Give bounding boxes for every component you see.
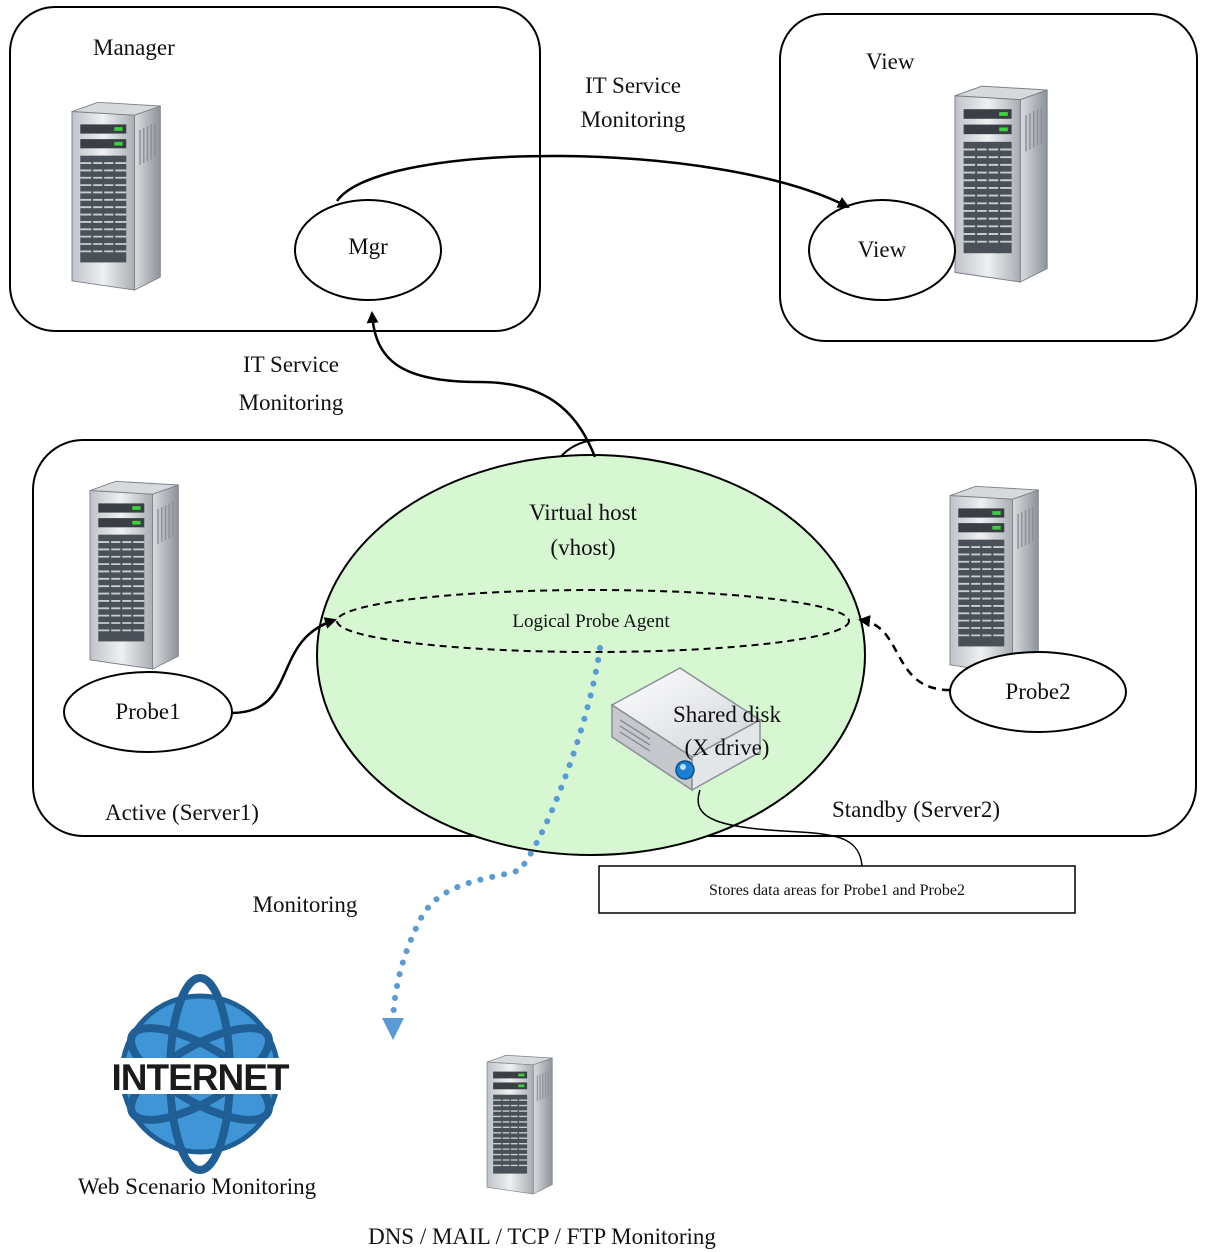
- probe2-arrow: [858, 615, 951, 692]
- view-process: [808, 199, 956, 301]
- shared-disk-label-1: Shared disk: [673, 702, 781, 727]
- vhost-title-2: (vhost): [550, 535, 615, 560]
- probe1-label: Probe1: [115, 699, 180, 724]
- monitoring-arrow-head: [382, 1018, 404, 1040]
- server-icon: [486, 1054, 553, 1195]
- probe1-arrow: [231, 617, 337, 715]
- internet-logo-text: INTERNET: [112, 1057, 290, 1098]
- shared-disk-label-2: (X drive): [685, 735, 770, 760]
- internet-globe-icon: [95, 974, 305, 1174]
- active-title: Active (Server1): [105, 800, 259, 825]
- vhost-to-mgr-label-1: IT Service: [243, 352, 339, 377]
- logical-probe-agent: [336, 589, 850, 653]
- view-title: View: [866, 49, 915, 74]
- monitoring-arrow: [390, 645, 603, 1021]
- view-label: View: [858, 237, 907, 262]
- mgr-process: [294, 199, 442, 301]
- mgr-label: Mgr: [348, 234, 388, 259]
- mgr-to-view-arrow: [335, 154, 850, 209]
- server-icon: [954, 85, 1049, 283]
- manager-title: Manager: [93, 35, 175, 60]
- mgr-to-view-label-2: Monitoring: [581, 107, 686, 132]
- server-icon: [949, 485, 1040, 675]
- callout-connector: [697, 789, 863, 867]
- callout-text: Stores data areas for Probe1 and Probe2: [709, 882, 965, 899]
- server-monitoring-caption: DNS / MAIL / TCP / FTP Monitoring: [368, 1224, 716, 1249]
- vhost-to-mgr-arrow: [366, 311, 597, 458]
- logical-probe-agent-label: Logical Probe Agent: [512, 611, 670, 632]
- probe2: [949, 651, 1127, 733]
- shared-disk-icon: [610, 667, 762, 792]
- monitoring-label: Monitoring: [253, 892, 358, 917]
- vhost-title-1: Virtual host: [529, 500, 637, 525]
- server-icon: [71, 101, 162, 291]
- web-scenario-caption: Web Scenario Monitoring: [78, 1174, 317, 1199]
- server-icon: [89, 480, 180, 670]
- standby-title: Standby (Server2): [832, 797, 1000, 822]
- mgr-to-view-label-1: IT Service: [585, 73, 681, 98]
- probe2-label: Probe2: [1005, 679, 1070, 704]
- vhost-to-mgr-label-2: Monitoring: [239, 390, 344, 415]
- callout-box: [598, 865, 1076, 914]
